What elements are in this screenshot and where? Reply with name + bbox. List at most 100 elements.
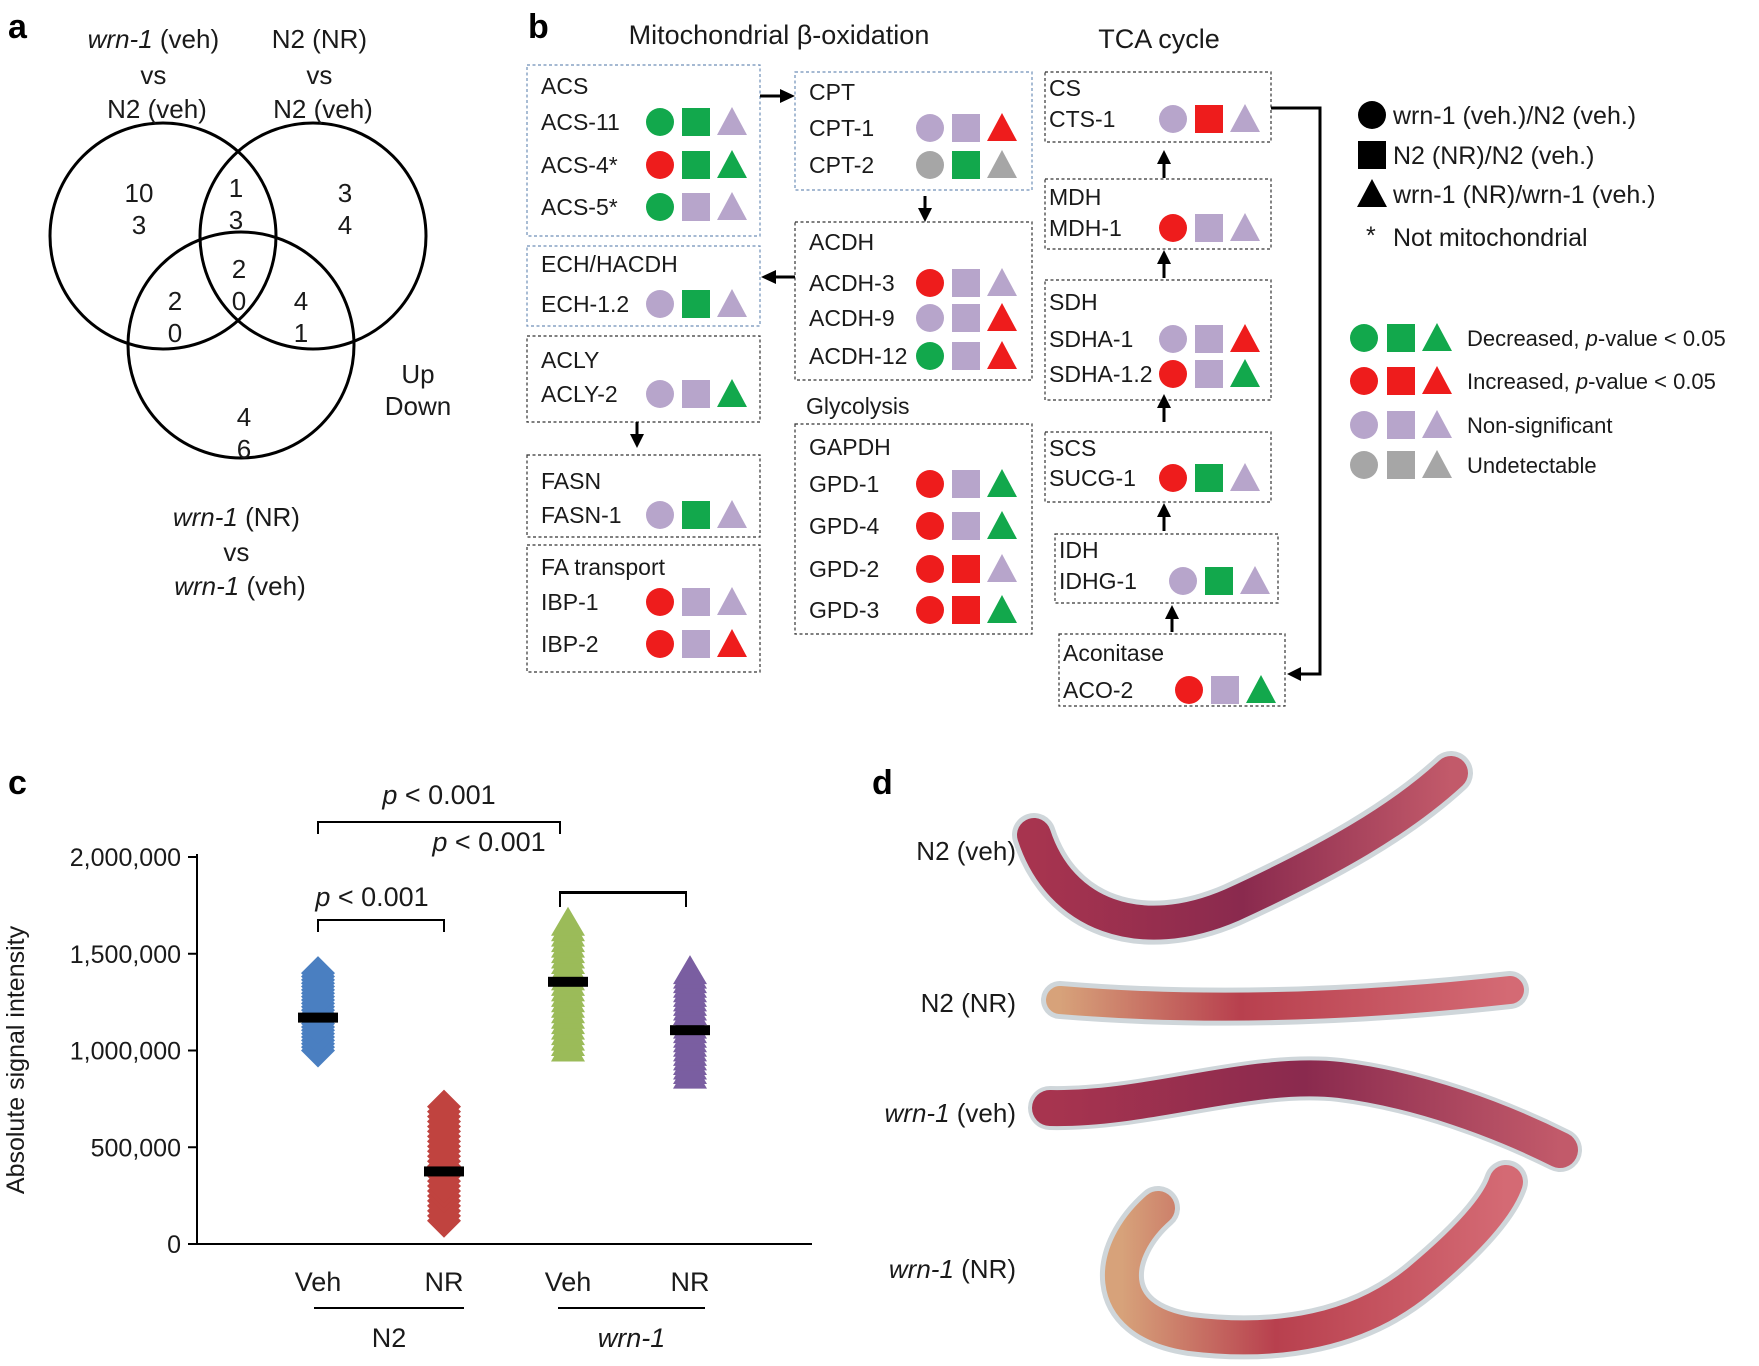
- gene-marker-circle: [646, 630, 674, 658]
- legend-increased-square: [1387, 367, 1415, 395]
- gene-label: ACDH-12: [809, 343, 907, 369]
- pathway-box-border: [1044, 431, 1272, 503]
- venn-diagram: wrn-1 (veh) vs N2 (veh) N2 (NR) vs N2 (v…: [48, 24, 451, 601]
- venn-down-count: 0: [168, 318, 182, 348]
- series-1: [427, 1089, 461, 1238]
- panel-label-a: a: [8, 8, 28, 46]
- legend-increased-circle: [1350, 367, 1378, 395]
- gene-marker-triangle: [717, 587, 747, 615]
- gene-label: GPD-3: [809, 597, 879, 623]
- venn-up-count: 4: [237, 402, 251, 432]
- gene-marker-triangle: [717, 192, 747, 220]
- gene-label: ACO-2: [1063, 677, 1133, 703]
- gene-label: IBP-1: [541, 589, 599, 615]
- worm-label-3: wrn-1 (veh): [885, 1098, 1016, 1128]
- series-3: [673, 955, 707, 1089]
- gene-label: CPT-2: [809, 152, 874, 178]
- pathway-group-label: FA transport: [541, 554, 666, 580]
- gene-marker-circle: [1159, 360, 1187, 388]
- gene-marker-circle: [916, 470, 944, 498]
- data-point: [551, 906, 585, 936]
- legend-undetectable-square: [1387, 451, 1415, 479]
- pathway-group-label: MDH: [1049, 184, 1101, 210]
- pathway-title-glycolysis: Glycolysis: [806, 393, 910, 419]
- gene-label: ACS-4*: [541, 152, 618, 178]
- group-label: wrn-1: [598, 1323, 666, 1353]
- gene-marker-triangle: [987, 268, 1017, 296]
- legend-increased-triangle: [1422, 366, 1452, 394]
- worm-micrographs: N2 (veh) N2 (NR) wrn-1 (veh) wrn-1 (NR): [885, 751, 1582, 1360]
- venn-up-count: 3: [338, 178, 352, 208]
- y-tick-label: 500,000: [91, 1134, 181, 1162]
- gene-label: GPD-1: [809, 471, 879, 497]
- gene-marker-circle: [1169, 567, 1197, 595]
- gene-marker-square: [682, 630, 710, 658]
- worm-wrn1-nr: [1105, 1165, 1523, 1355]
- gene-marker-triangle: [987, 303, 1017, 331]
- legend-circle-icon: [1358, 101, 1386, 129]
- pathway-box-border: [526, 64, 761, 237]
- color-legend-label: Undetectable: [1467, 453, 1597, 478]
- gene-marker-square: [682, 380, 710, 408]
- legend-nonsig-circle: [1350, 411, 1378, 439]
- dot-plot-chart: 0500,0001,000,0001,500,0002,000,000Absol…: [2, 780, 812, 1353]
- gene-marker-square: [952, 512, 980, 540]
- legend-nonsig-square: [1387, 411, 1415, 439]
- gene-marker-circle: [916, 512, 944, 540]
- gene-marker-circle: [916, 151, 944, 179]
- venn-down-count: 0: [232, 286, 246, 316]
- pathway-group-label: CPT: [809, 79, 855, 105]
- significance-bracket: [317, 919, 445, 932]
- pathway-group-label: CS: [1049, 75, 1081, 101]
- pathway-group-label: SDH: [1049, 289, 1098, 315]
- pathway-title-beta-oxidation: Mitochondrial β-oxidation: [629, 20, 930, 50]
- pathway-group-label: ECH/HACDH: [541, 251, 678, 277]
- venn-down-count: 6: [237, 434, 251, 464]
- legend-decreased-circle: [1350, 324, 1378, 352]
- pathway-title-tca: TCA cycle: [1098, 24, 1220, 54]
- y-tick-label: 0: [167, 1231, 181, 1259]
- gene-marker-circle: [646, 290, 674, 318]
- mean-bar: [424, 1166, 464, 1177]
- shape-legend-label: N2 (NR)/N2 (veh.): [1393, 142, 1594, 170]
- gene-marker-square: [682, 290, 710, 318]
- gene-label: GPD-4: [809, 513, 880, 539]
- venn-up-count: 2: [232, 254, 246, 284]
- gene-marker-circle: [646, 380, 674, 408]
- y-tick-label: 1,500,000: [70, 941, 181, 969]
- gene-marker-circle: [1159, 325, 1187, 353]
- gene-marker-square: [1195, 360, 1223, 388]
- x-tick-label: NR: [425, 1267, 464, 1297]
- legend-nonsig-triangle: [1422, 410, 1452, 438]
- gene-label: SDHA-1.2: [1049, 361, 1153, 387]
- gene-marker-circle: [916, 269, 944, 297]
- panel-label-d: d: [872, 764, 893, 802]
- pathway-box-border: [794, 423, 1033, 635]
- worm-wrn1-veh: [1032, 1060, 1578, 1168]
- significance-label: p < 0.001: [431, 827, 545, 857]
- gene-marker-square: [952, 555, 980, 583]
- gene-marker-triangle: [987, 595, 1017, 623]
- pathway-group-label: Aconitase: [1063, 640, 1164, 666]
- gene-marker-triangle: [1230, 104, 1260, 132]
- pathway-box: MDH MDH-1: [1044, 178, 1272, 250]
- gene-marker-square: [1211, 676, 1239, 704]
- pathway-group-label: FASN: [541, 468, 601, 494]
- gene-marker-triangle: [987, 511, 1017, 539]
- gene-marker-square: [952, 596, 980, 624]
- gene-label: MDH-1: [1049, 215, 1122, 241]
- gene-marker-square: [1205, 567, 1233, 595]
- gene-marker-circle: [1159, 214, 1187, 242]
- gene-marker-triangle: [717, 500, 747, 528]
- legend-undetectable-circle: [1350, 451, 1378, 479]
- gene-marker-square: [682, 588, 710, 616]
- gene-marker-triangle: [987, 554, 1017, 582]
- gene-label: GPD-2: [809, 556, 879, 582]
